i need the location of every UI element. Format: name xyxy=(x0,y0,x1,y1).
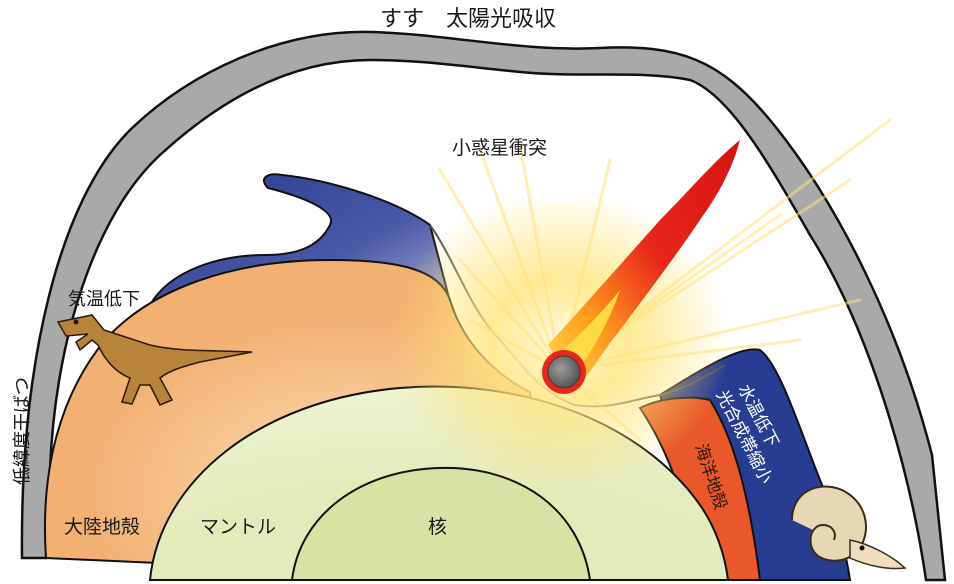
ammonite-icon xyxy=(791,485,907,570)
cooling-label: 気温低下 xyxy=(68,289,140,310)
fireball-inner xyxy=(552,290,620,368)
impact-label: 小惑星衝突 xyxy=(452,137,547,159)
dinosaur-icon xyxy=(56,314,253,406)
soot-label: すす 太陽光吸収 xyxy=(380,7,556,32)
core-label: 核 xyxy=(428,516,447,538)
continental-crust-label: 大陸地殻 xyxy=(64,516,140,538)
core-region xyxy=(290,466,592,581)
drought-label: 低緯度干ばつ xyxy=(12,377,33,485)
atmosphere-band xyxy=(20,30,947,582)
asteroid-icon xyxy=(547,355,581,389)
mantle-label: マントル xyxy=(200,516,276,538)
